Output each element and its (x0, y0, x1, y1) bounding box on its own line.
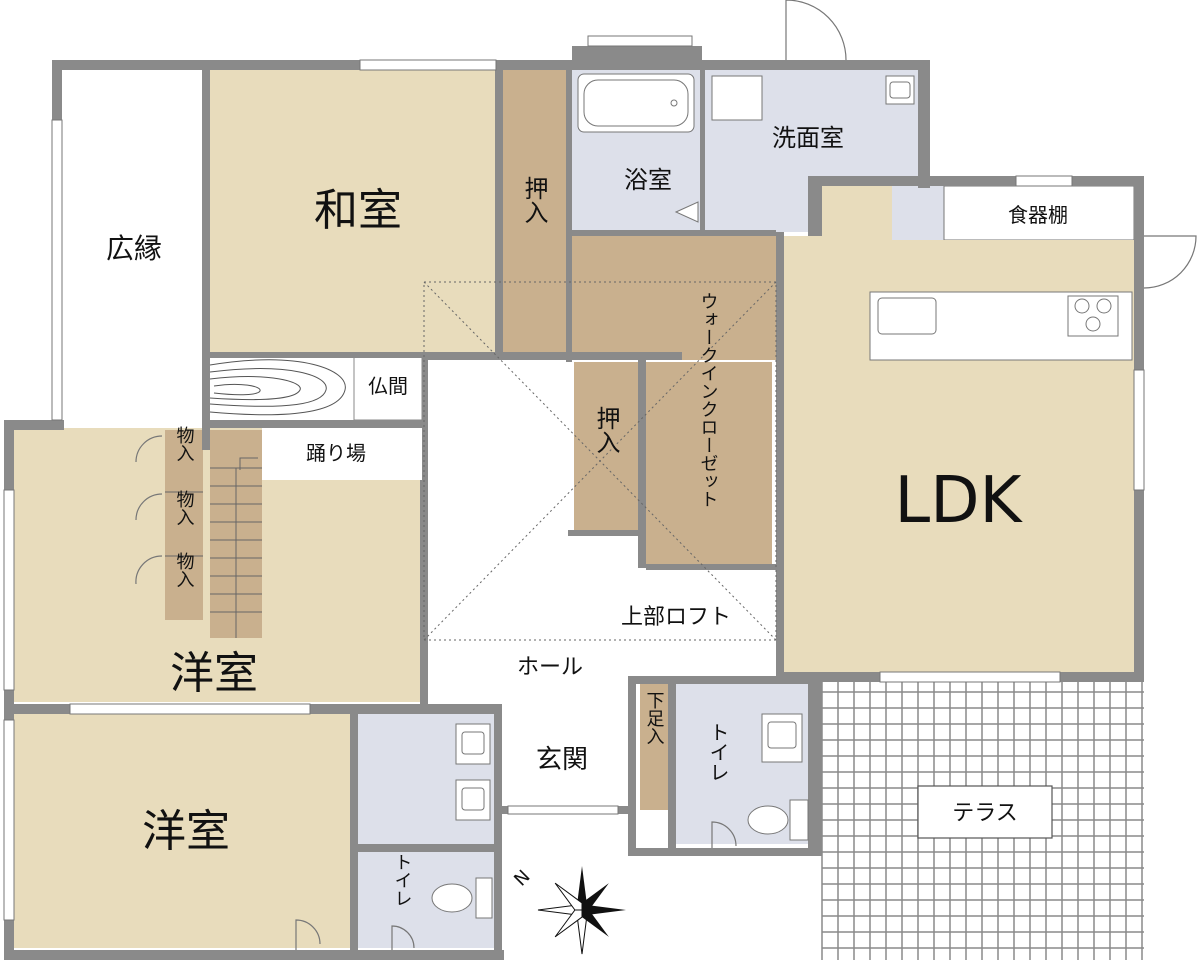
room-ldk (782, 186, 1134, 672)
room-oshiire-top (503, 70, 567, 352)
monoire-column (165, 430, 203, 620)
compass-icon (537, 866, 626, 955)
label-yokushitsu: 浴室 (624, 166, 672, 194)
room-washitsu (210, 70, 500, 352)
room-oshiire-mid (574, 362, 638, 530)
loft-outline (423, 281, 777, 641)
stair-steps (210, 457, 262, 638)
label-toilet-1: トイレ (706, 722, 730, 782)
tokonoma-wood (209, 359, 346, 416)
label-monoire-3: 物入 (174, 552, 195, 588)
label-odoriba: 踊り場 (306, 441, 366, 465)
label-youshitsu-1: 洋室 (170, 648, 258, 699)
label-hall: ホール (517, 655, 583, 680)
room-toilet-2 (358, 852, 494, 948)
label-butsuma: 仏間 (368, 374, 408, 398)
label-monoire-2: 物入 (174, 490, 195, 526)
toilet-icon (431, 713, 809, 919)
room-hiroen (62, 70, 208, 422)
room-youshitsu-2 (14, 714, 350, 948)
label-youshitsu-2: 洋室 (142, 806, 230, 857)
stove-icon (1067, 295, 1119, 337)
label-monoire-1: 物入 (174, 426, 195, 462)
label-senmenshitsu: 洗面室 (772, 124, 844, 152)
label-washitsu: 和室 (314, 185, 402, 236)
label-loft: 上部ロフト (621, 605, 731, 630)
doors (135, 0, 1197, 950)
room-genkan (500, 706, 628, 810)
terrace-label-box: テラス (917, 785, 1053, 839)
room-labels: 和室 広縁 押入 浴室 洗面室 食器棚 仏間 踊り場 物入 物入 物入 押入 ウ… (106, 124, 1068, 907)
bath-door-marker (674, 201, 699, 223)
label-genkan: 玄関 (536, 745, 588, 775)
bathtub-icon (577, 73, 695, 133)
label-oshiire-mid: 押入 (592, 406, 620, 454)
label-oshiire-top: 押入 (520, 176, 548, 224)
sink-icon (885, 75, 915, 105)
getabako (640, 684, 668, 810)
tokonoma (210, 354, 352, 420)
sink-icon-lower (455, 723, 491, 821)
label-getabako: 下足入 (644, 691, 665, 745)
kitchen-sink-icon (877, 297, 937, 335)
label-terrace: テラス (952, 801, 1018, 826)
label-walkin: ウォークインクローゼット (698, 292, 719, 508)
windows (3, 35, 1145, 921)
room-walkin (646, 362, 772, 568)
compass-north-label: N (510, 866, 534, 890)
label-ldk: LDK (895, 464, 1024, 538)
label-toilet-2: トイレ (392, 853, 413, 907)
label-shokkidana: 食器棚 (1008, 203, 1068, 227)
shokkidana-area (892, 186, 944, 240)
label-hiroen: 広縁 (106, 232, 162, 265)
room-odoriba (262, 430, 420, 480)
monoire-dividers (165, 491, 203, 557)
washer-icon (711, 75, 763, 121)
closet-upper (572, 236, 776, 360)
